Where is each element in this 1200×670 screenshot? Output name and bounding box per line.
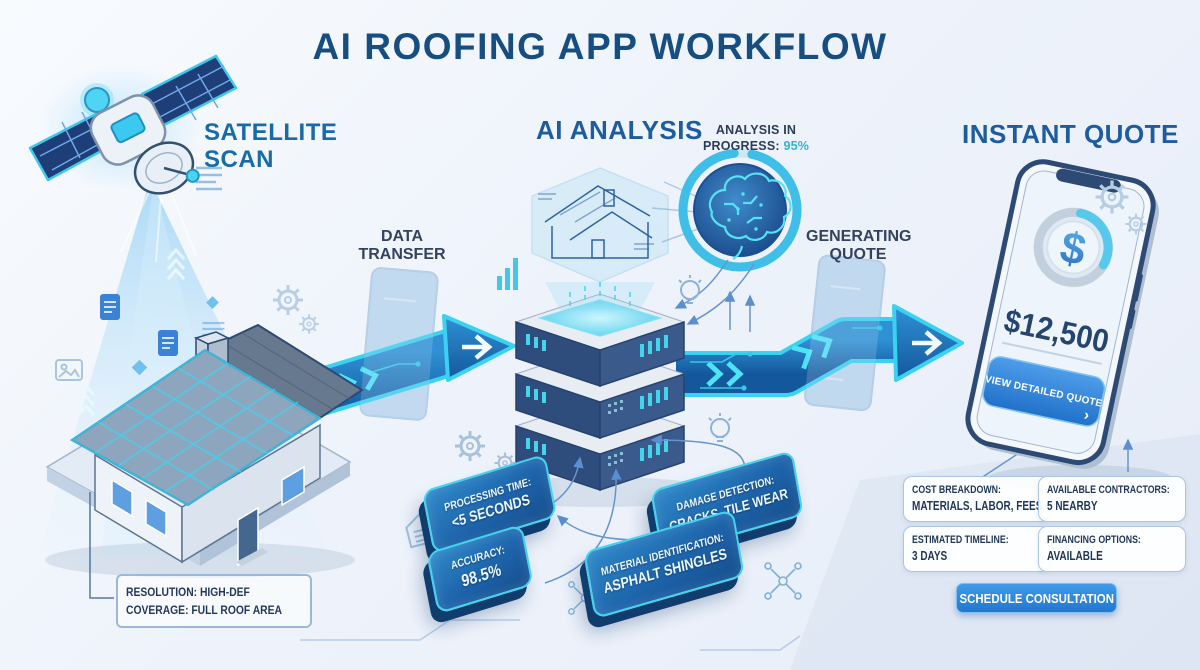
card-label: COST BREAKDOWN:	[912, 484, 1001, 496]
document-icon	[99, 293, 121, 321]
stage-label-generating-quote: GENERATING QUOTE	[806, 228, 912, 263]
dollar-coin-icon: $	[1033, 207, 1114, 288]
schedule-consultation-label: SCHEDULE CONSULTATION	[959, 590, 1114, 606]
analysis-progress-value: 95%	[783, 139, 810, 154]
card-available-contractors: AVAILABLE CONTRACTORS: 5 NEARBY	[1038, 476, 1186, 522]
resolution-connector-line	[89, 492, 114, 599]
page-title: AI ROOFING APP WORKFLOW	[312, 26, 888, 67]
card-value: 5 NEARBY	[1047, 498, 1098, 513]
resolution-line: RESOLUTION: HIGH-DEF	[126, 585, 250, 599]
cta-arrow: ›	[1082, 407, 1090, 425]
stage-label-data-transfer: DATA TRANSFER	[358, 228, 446, 263]
card-value: MATERIALS, LABOR, FEES	[912, 498, 1043, 513]
satellite-details-box: RESOLUTION: HIGH-DEF COVERAGE: FULL ROOF…	[116, 574, 312, 628]
analysis-progress-label: ANALYSIS IN PROGRESS:	[702, 123, 797, 154]
gear-icon	[453, 429, 487, 463]
picture-icon	[55, 359, 83, 381]
light-bulb-icon	[678, 274, 702, 304]
light-bulb-icon	[708, 412, 732, 442]
bar-chart-icon	[497, 258, 518, 290]
ai-brain-icon	[651, 148, 802, 272]
stage-label-instant-quote: INSTANT QUOTE	[962, 119, 1179, 149]
generating-quote-arrow	[676, 304, 964, 397]
glass-panel-right-front	[804, 255, 886, 411]
card-value: AVAILABLE	[1047, 548, 1103, 563]
gear-icon	[271, 283, 305, 317]
card-value: 3 DAYS	[912, 548, 948, 563]
molecule-icon	[764, 562, 802, 600]
card-label: FINANCING OPTIONS:	[1047, 534, 1141, 546]
schedule-consultation-button[interactable]: SCHEDULE CONSULTATION	[956, 583, 1117, 613]
phone-mockup: $ $12,500 VIEW DETAILED QUOTE ›	[965, 159, 1172, 491]
card-label: AVAILABLE CONTRACTORS:	[1047, 484, 1170, 496]
stage-label-satellite-scan: SATELLITE SCAN	[204, 119, 338, 173]
stage-label-ai-analysis: AI ANALYSIS	[536, 115, 703, 145]
phone-notch	[1056, 168, 1121, 193]
glass-panel-left-front	[359, 267, 439, 421]
analysis-progress-badge: ANALYSIS IN PROGRESS: 95%	[694, 122, 818, 155]
card-cost-breakdown: COST BREAKDOWN: MATERIALS, LABOR, FEES	[903, 476, 1049, 522]
house-illustration	[45, 323, 364, 578]
card-financing-options: FINANCING OPTIONS: AVAILABLE	[1038, 526, 1186, 572]
document-icon	[157, 329, 179, 357]
view-detailed-quote-button[interactable]: VIEW DETAILED QUOTE ›	[980, 354, 1108, 428]
gear-icon	[298, 313, 320, 335]
satellite-icon	[28, 54, 238, 195]
coverage-line: COVERAGE: FULL ROOF AREA	[126, 603, 282, 617]
card-estimated-timeline: ESTIMATED TIMELINE: 3 DAYS	[903, 526, 1049, 572]
hologram-house	[531, 167, 669, 310]
card-label: ESTIMATED TIMELINE:	[912, 534, 1009, 546]
